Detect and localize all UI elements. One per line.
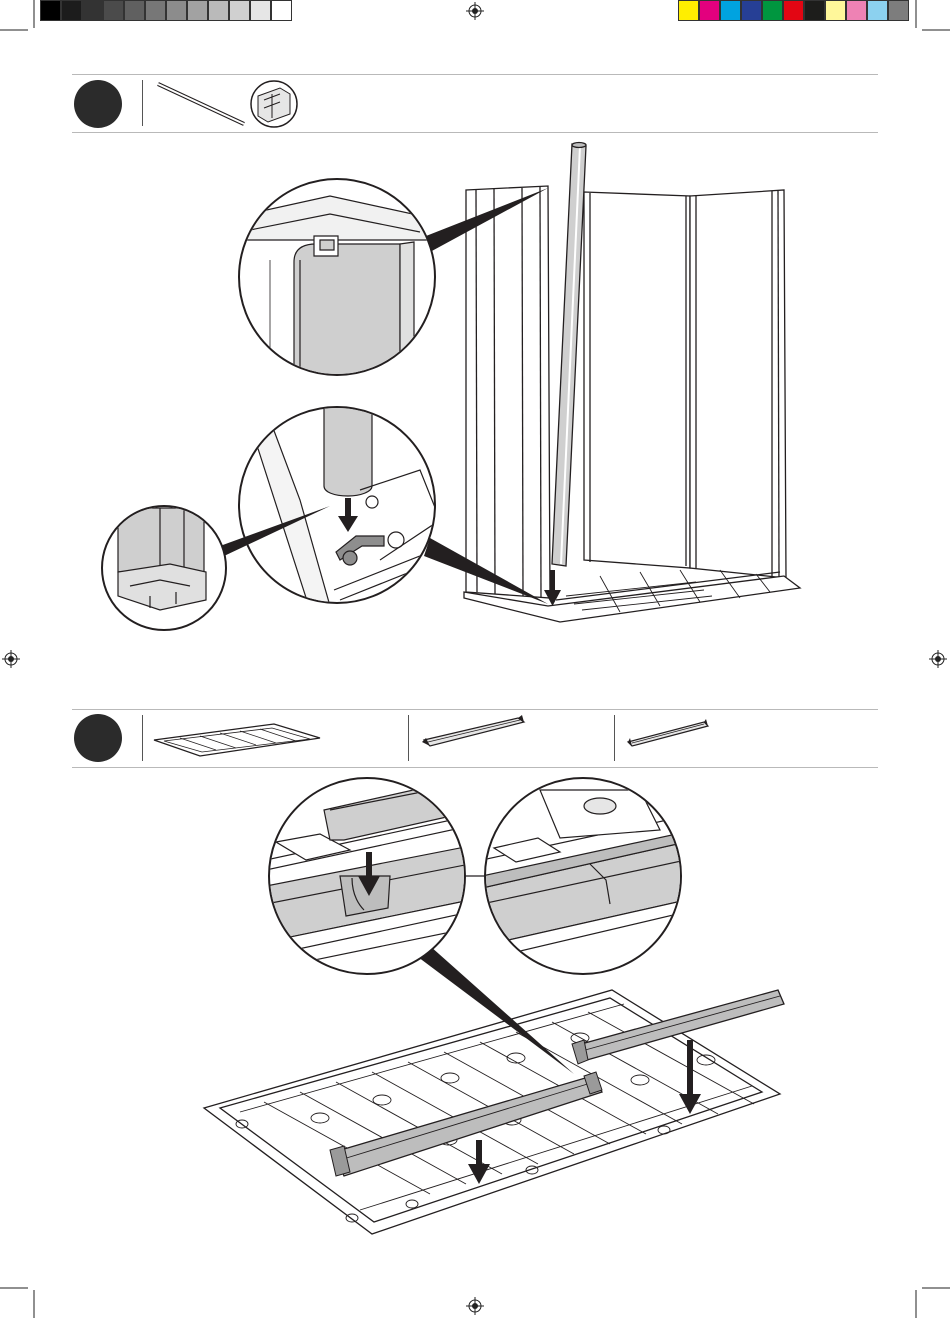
callout-rail-insert: [266, 778, 470, 974]
callout-rail-seated: [482, 778, 686, 974]
